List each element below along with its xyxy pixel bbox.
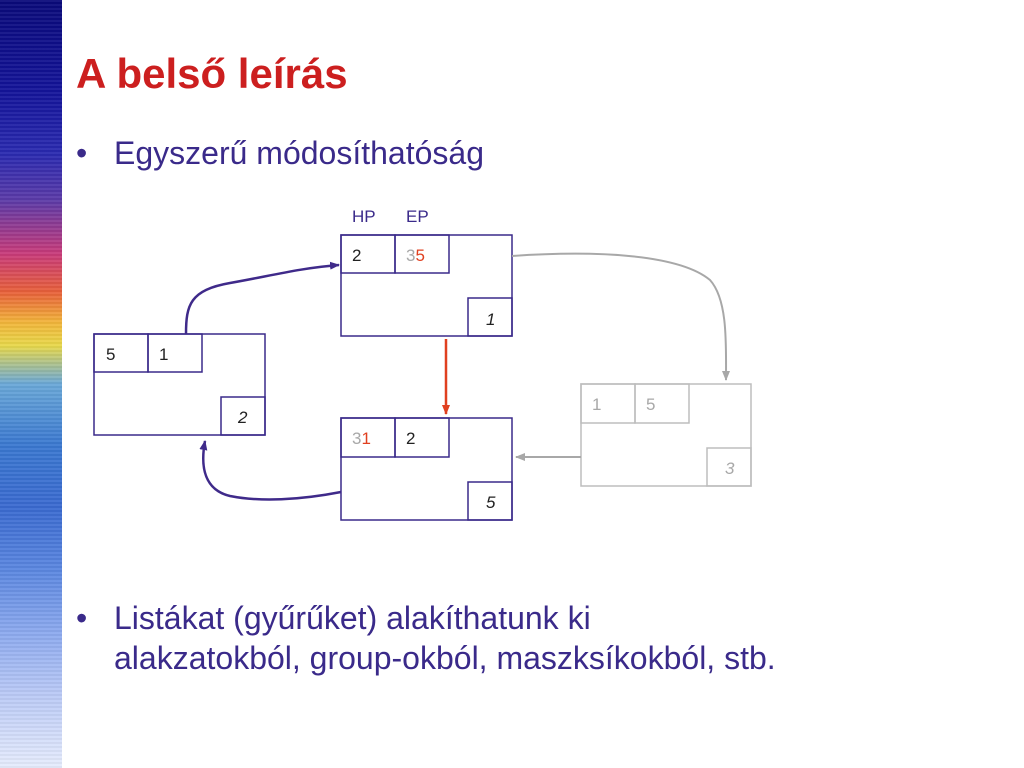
bullet-text: Egyszerű módosíthatóság — [114, 135, 484, 171]
node-5-ep-value: 2 — [406, 429, 415, 448]
node-1-id: 1 — [486, 310, 495, 329]
node-2-hp-value: 5 — [106, 345, 115, 364]
node-1-ep-cell — [394, 234, 450, 274]
node-2-hp-cell — [93, 333, 149, 373]
bullet-point-icon: • — [76, 600, 88, 636]
node-3-hp-value: 1 — [592, 395, 601, 414]
header-ep-label: EP — [406, 207, 429, 226]
node-5: 31 2 5 — [340, 417, 513, 521]
bullet-text-line2: alakzatokból, group-okból, maszksíkokból… — [114, 640, 776, 676]
header-hp-label: HP — [352, 207, 376, 226]
arrow-node2-to-node1 — [184, 261, 340, 335]
node-2: 5 1 2 — [93, 333, 266, 436]
node-1-hp-value: 2 — [352, 246, 361, 265]
node-3-hp-cell — [580, 383, 636, 424]
node-3-ep-cell — [634, 383, 690, 424]
node-3-ep-value: 5 — [646, 395, 655, 414]
node-5-hp-old-value: 3 — [352, 429, 361, 448]
node-2-id-cell — [220, 396, 266, 436]
node-2-ep-value: 1 — [159, 345, 168, 364]
slide-title: A belső leírás — [76, 50, 348, 97]
node-1-id-cell — [467, 297, 513, 337]
bullet-text-line1: Listákat (gyűrűket) alakíthatunk ki — [114, 600, 591, 636]
bullet-point-icon: • — [76, 135, 88, 171]
arrow-node1-to-node3-faded — [511, 252, 731, 381]
node-3-id: 3 — [725, 459, 735, 478]
bullet-lists-rings: • Listákat (gyűrűket) alakíthatunk ki al… — [76, 598, 1006, 678]
decorative-side-band — [0, 0, 62, 768]
node-2-id: 2 — [237, 408, 248, 427]
node-5-id-cell — [467, 481, 513, 521]
node-1-hp-cell — [340, 234, 396, 274]
node-1: 2 35 1 — [340, 234, 513, 337]
arrow-node5-to-node2 — [199, 440, 342, 501]
node-5-id: 5 — [486, 493, 496, 512]
node-5-ep-cell — [394, 417, 450, 458]
node-5-hp-value: 31 — [352, 429, 371, 448]
node-5-hp-new-value: 1 — [361, 429, 370, 448]
node-1-ep-value: 35 — [406, 246, 425, 265]
node-1-ep-old-value: 3 — [406, 246, 415, 265]
node-3-removed: 1 5 3 — [580, 383, 752, 487]
node-3-id-cell — [706, 447, 752, 487]
node-2-ep-cell — [147, 333, 203, 373]
node-1-ep-new-value: 5 — [415, 246, 424, 265]
bullet-simple-modification: • Egyszerű módosíthatóság — [76, 133, 484, 173]
